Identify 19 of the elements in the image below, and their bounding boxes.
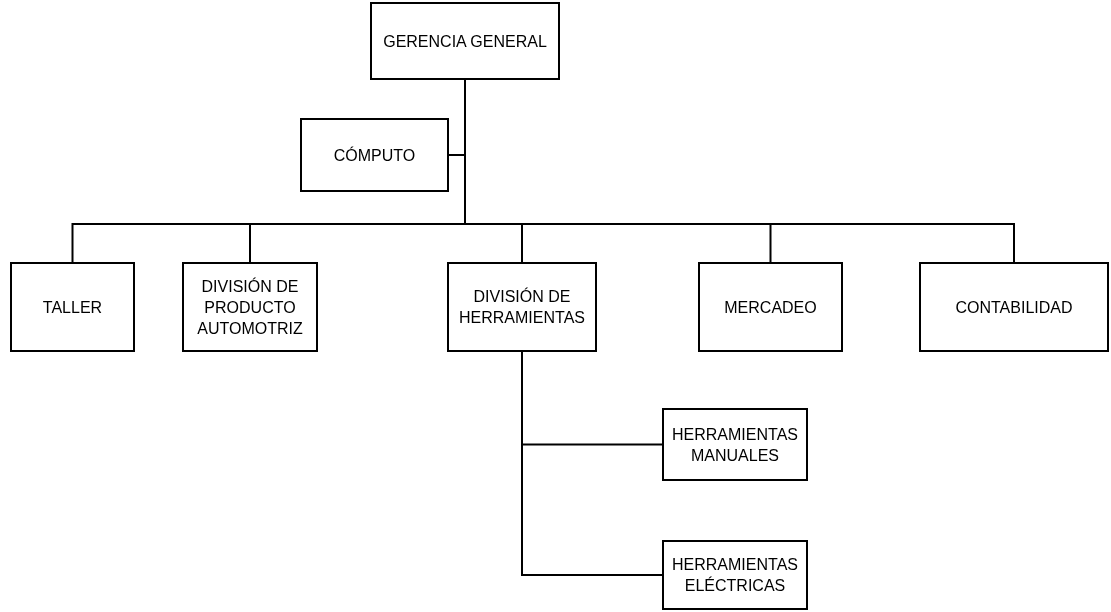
- org-box: [10, 262, 135, 352]
- box-label: CONTABILIDAD: [955, 297, 1073, 318]
- org-box: [370, 2, 560, 80]
- org-box: [662, 540, 808, 610]
- org-box: [919, 262, 1109, 352]
- box-label: DIVISIÓN DE PRODUCTO AUTOMOTRIZ: [196, 276, 304, 339]
- org-box: [447, 262, 597, 352]
- org-box: [300, 118, 449, 192]
- box-label: TALLER: [42, 297, 103, 318]
- box-label: HERRAMIENTAS ELÉCTRICAS: [671, 555, 799, 596]
- box-label: HERRAMIENTAS MANUALES: [671, 424, 799, 466]
- org-box: [182, 262, 318, 352]
- org-box: [662, 408, 808, 481]
- box-label: GERENCIA GENERAL: [383, 31, 547, 52]
- box-label: DIVISIÓN DE HERRAMIENTAS: [458, 286, 586, 328]
- connector-line: [521, 351, 663, 576]
- box-label: MERCADEO: [724, 297, 817, 318]
- box-label: CÓMPUTO: [333, 145, 416, 166]
- org-box: [698, 262, 843, 352]
